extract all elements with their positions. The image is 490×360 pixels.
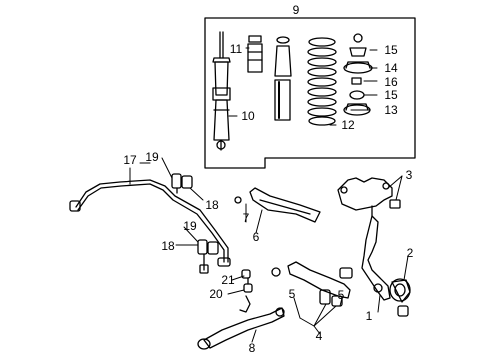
callout-10: 10 <box>241 109 255 123</box>
strut-assembly-inset-frame <box>204 17 416 169</box>
link-bracket-drawing <box>239 269 253 313</box>
wheel-hub-drawing <box>389 278 411 303</box>
callout-6: 6 <box>253 230 260 244</box>
callout-5-left: 5 <box>289 287 296 301</box>
callout-16: 16 <box>384 75 398 89</box>
callout-labels: 1 2 3 4 5 5 6 7 8 9 10 11 12 13 14 15 15… <box>123 3 413 355</box>
lateral-arm-drawing <box>234 187 321 223</box>
callout-14: 14 <box>384 61 398 75</box>
dust-boot-drawing <box>274 36 292 121</box>
callout-12: 12 <box>341 118 355 132</box>
callout-18-top: 18 <box>205 198 219 212</box>
strut-drawing <box>212 31 231 151</box>
callout-3: 3 <box>406 168 413 182</box>
coil-spring-drawing <box>307 37 337 126</box>
callout-7: 7 <box>243 211 250 225</box>
callout-8: 8 <box>249 341 256 355</box>
callout-15-bottom: 15 <box>384 88 398 102</box>
callout-1: 1 <box>366 309 373 323</box>
callout-11: 11 <box>230 42 243 56</box>
callout-17: 17 <box>123 153 137 167</box>
callout-21: 21 <box>221 273 235 287</box>
callout-19-top: 19 <box>145 150 159 164</box>
lower-control-arm-drawing <box>271 261 353 307</box>
stabilizer-bar-drawing <box>69 179 231 267</box>
callout-19-bottom: 19 <box>183 219 197 233</box>
callout-5-right: 5 <box>338 288 345 302</box>
callout-2: 2 <box>407 246 414 260</box>
callout-9: 9 <box>293 3 300 17</box>
callout-20: 20 <box>209 287 223 301</box>
callout-13: 13 <box>384 103 398 117</box>
steering-knuckle-drawing <box>361 215 409 317</box>
leader-lines <box>129 47 409 343</box>
callout-18-bottom: 18 <box>161 239 175 253</box>
callout-15-top: 15 <box>384 43 398 57</box>
upper-bar-bushing-drawing <box>171 173 193 194</box>
bump-stop-drawing <box>247 35 263 73</box>
strut-mount-drawing <box>343 33 373 116</box>
callout-4: 4 <box>316 329 323 343</box>
trailing-arm-drawing <box>197 307 285 350</box>
lower-bar-link-drawing <box>197 239 219 274</box>
upper-control-arm-drawing <box>337 177 401 217</box>
